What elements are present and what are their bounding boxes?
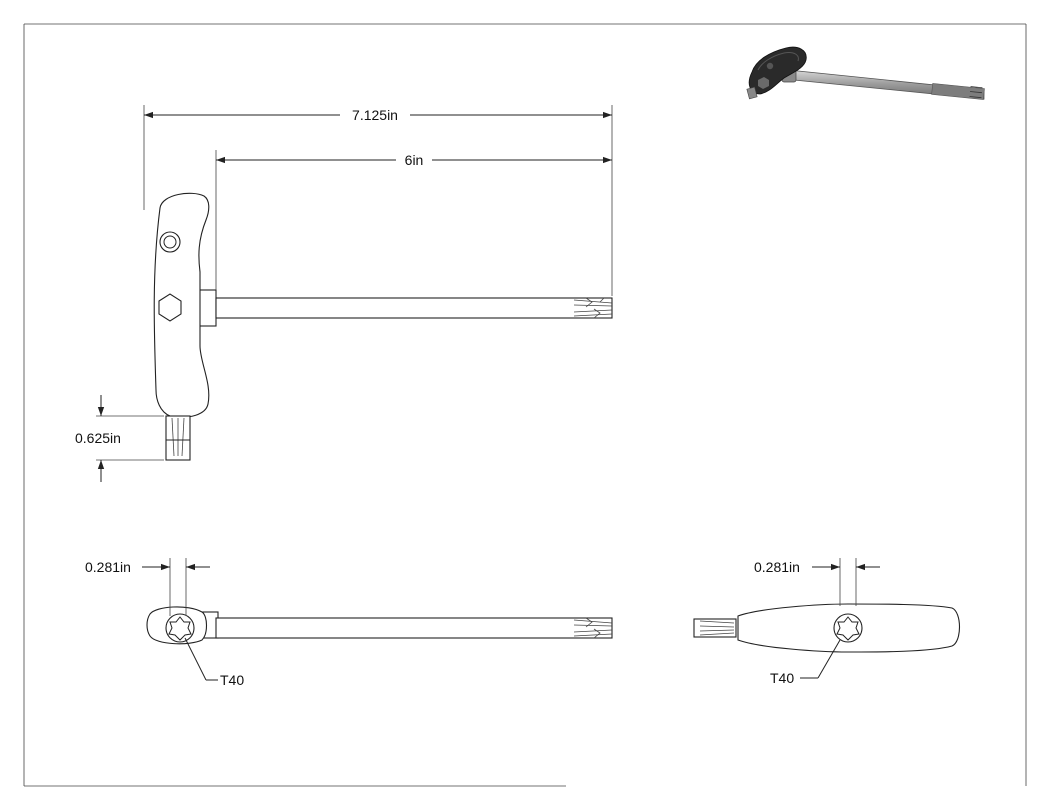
sheet-border — [23, 23, 1027, 787]
dim-side-width: 0.281in — [754, 558, 880, 606]
dim-overall-length: 7.125in — [143, 105, 613, 296]
top-view — [146, 606, 613, 645]
callout-side-tip: T40 — [770, 639, 841, 686]
front-width-label: 0.281in — [85, 559, 131, 575]
callout-front-tip: T40 — [184, 637, 244, 688]
bit-length-label: 0.625in — [75, 430, 121, 446]
side-width-label: 0.281in — [754, 559, 800, 575]
overall-length-label: 7.125in — [352, 107, 398, 123]
dim-shaft-length: 6in — [215, 150, 612, 290]
isometric-view — [746, 46, 985, 100]
dim-bit-length: 0.625in — [75, 395, 164, 482]
front-view — [153, 192, 613, 461]
dim-front-width: 0.281in — [85, 558, 210, 616]
front-tip-label: T40 — [220, 672, 244, 688]
shaft-length-label: 6in — [405, 152, 424, 168]
side-view — [693, 603, 961, 653]
side-tip-label: T40 — [770, 670, 794, 686]
